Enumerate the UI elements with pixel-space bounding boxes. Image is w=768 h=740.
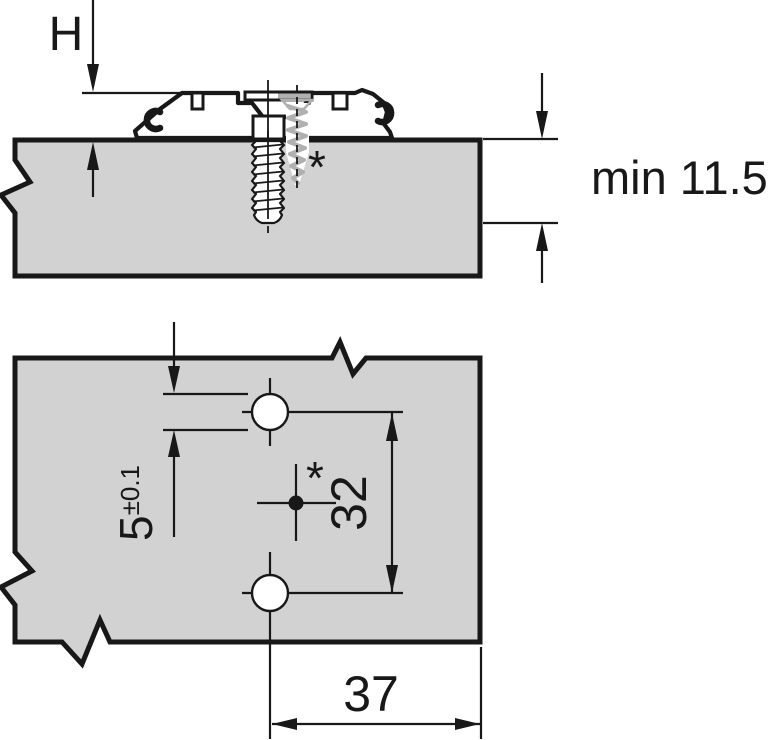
min-depth-arrow-up [536,223,548,251]
asterisk-marker-side: * [308,141,326,193]
wood-screw-center-dot [288,495,304,511]
hole-diameter-dimension: 5±0.1 [110,322,248,541]
hole-diameter-tolerance: ±0.1 [115,465,145,515]
phantom-screw-head-top [278,93,310,99]
dia-arrow-up [168,430,180,457]
system-hole-bottom [250,573,290,613]
dia-arrow-down [168,366,180,393]
hole-diameter-value: 5 [110,515,162,541]
wood-screw-position: * [257,452,336,541]
spacing-arrow-down [386,565,398,593]
edge-distance-dimension: 37 [272,647,483,739]
h-dim-label: H [49,8,84,61]
edge-arrow-right [455,718,480,730]
plan-view-panel [0,335,483,669]
h-dim-arrow-up [87,142,99,170]
h-dim-arrow-down [87,64,99,92]
hole-diameter-label: 5±0.1 [110,465,162,541]
min-depth-label: min 11.5 [591,151,768,204]
system-hole-top [250,392,290,432]
side-view: H [0,0,768,283]
min-depth-dimension: min 11.5 [483,73,768,283]
phantom-screw-head [279,98,315,111]
edge-distance-label: 37 [343,666,399,722]
side-view-panel [0,137,483,279]
spacing-arrow-up [386,413,398,441]
asterisk-marker-plan: * [306,452,324,504]
plate-slot-right [331,91,349,111]
min-depth-arrow-down [536,111,548,139]
edge-arrow-left [272,718,297,730]
plate-hook-right [374,100,395,126]
plate-hook-left [143,107,164,133]
plan-view: 5±0.1 32 * 37 [0,322,483,739]
plate-slot-left [190,91,205,111]
